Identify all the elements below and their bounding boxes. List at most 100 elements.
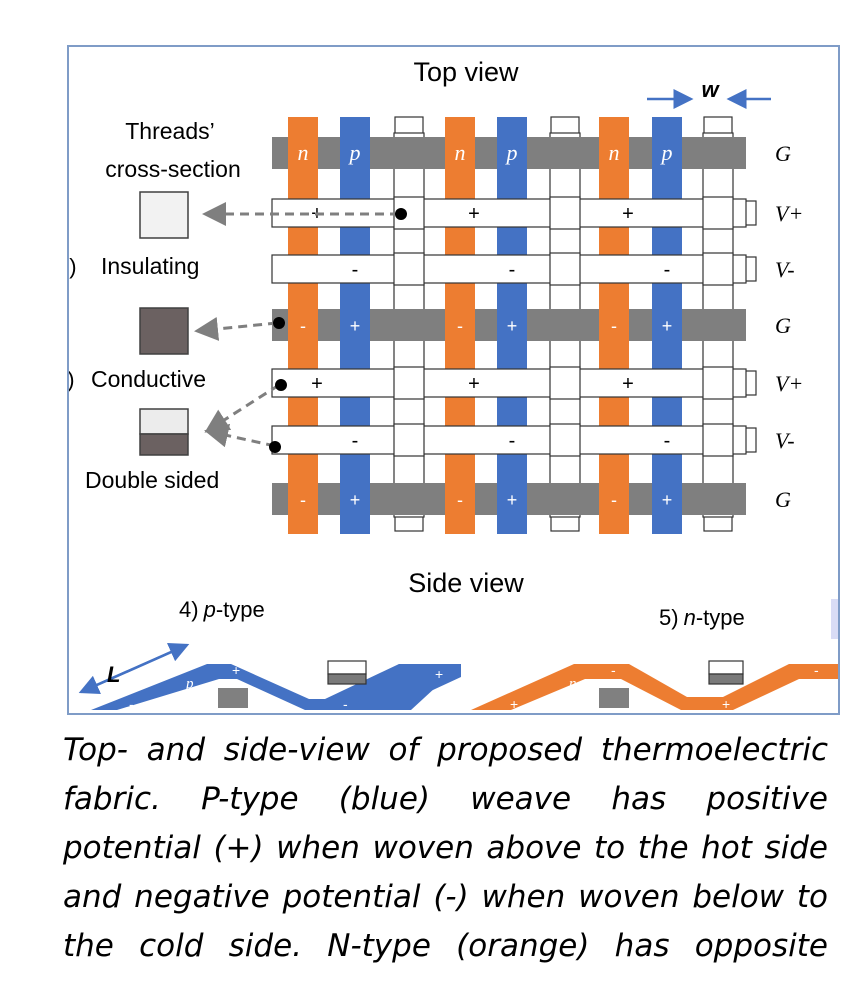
weave-grid: GV+V-GV+V-Gnpnpnp+++----+-+-++++----+-+-… [271, 116, 803, 534]
plus-sign: + [350, 490, 361, 510]
minus-sign: - [509, 430, 516, 452]
n-strip-plus-1: + [510, 696, 518, 712]
plus-sign: + [468, 203, 480, 225]
minus-sign: - [611, 490, 617, 510]
voltage-row [271, 368, 747, 398]
contact-dot-3 [275, 379, 287, 391]
insulating-over-row [393, 252, 425, 286]
double-sided-swatch-bottom [139, 433, 189, 456]
caption-line-1: Top- and side-view of proposed thermoele… [63, 732, 828, 768]
figure-caption: Top- and side-view of proposed thermoele… [63, 726, 828, 971]
minus-sign: - [300, 490, 306, 510]
contact-dot-1 [395, 208, 407, 220]
n-strip-plus-2: + [722, 696, 730, 712]
n-cold-contact [599, 688, 629, 708]
plus-sign: + [622, 203, 634, 225]
legend-label-double-sided: Double sided [85, 467, 219, 493]
thread-over-ground [497, 137, 527, 169]
minus-sign: - [300, 316, 306, 336]
p-strip-letter: p [185, 676, 194, 692]
p-type-side-strip: p + + - - [91, 660, 461, 712]
connector-group [194, 202, 407, 453]
insulating-over-row [702, 366, 734, 400]
minus-sign: - [611, 316, 617, 336]
insulating-swatch [139, 191, 189, 239]
caption-line-2: fabric. P-type (blue) weave has positive [63, 781, 828, 817]
n-strip-letter: n [569, 676, 577, 692]
n-type-side-strip: n - - + + [471, 660, 838, 712]
minus-sign: - [457, 490, 463, 510]
thread-over-ground [652, 483, 682, 515]
conductive-swatch [139, 307, 189, 355]
row-label-Vplus: V+ [775, 201, 803, 226]
voltage-row [271, 425, 747, 455]
voltage-row [271, 254, 747, 284]
p-strip-plus-1: + [232, 662, 240, 678]
p-type-label: 4)p-type [179, 597, 265, 622]
thread-over-ground [445, 309, 475, 341]
row-label-G: G [775, 141, 791, 166]
p-strip-minus-2: - [343, 696, 348, 712]
plus-sign: + [662, 316, 673, 336]
plus-sign: + [622, 373, 634, 395]
side-view-title: Side view [408, 568, 524, 598]
thread-over-ground [652, 137, 682, 169]
n-double-contact-bottom [708, 673, 744, 685]
plus-sign: + [662, 490, 673, 510]
p-double-contact-top [327, 660, 367, 675]
contact-dot-4 [269, 441, 281, 453]
legend-number-2: 2) [69, 367, 75, 392]
minus-sign: - [352, 259, 359, 281]
top-view-title: Top view [413, 57, 519, 87]
column-letter-n: n [609, 140, 620, 165]
column-letter-p: p [505, 140, 518, 165]
thread-over-ground [599, 309, 629, 341]
connector-double-bottom [204, 423, 276, 448]
column-letter-n: n [455, 140, 466, 165]
thread-over-ground [340, 137, 370, 169]
plus-sign: + [468, 373, 480, 395]
caption-line-3: potential (+) when woven above to the ho… [63, 830, 828, 866]
thread-over-ground [445, 483, 475, 515]
legend-label-insulating: Insulating [101, 253, 199, 279]
plus-sign: + [350, 316, 361, 336]
p-strip-minus-1: - [129, 696, 134, 712]
thread-over-ground [340, 309, 370, 341]
caption-line-4: and negative potential (-) when woven be… [63, 879, 828, 915]
column-letter-p: p [348, 140, 361, 165]
insulating-over-row [549, 423, 581, 457]
insulating-over-row [702, 423, 734, 457]
thread-over-ground [497, 309, 527, 341]
insulating-over-row [702, 252, 734, 286]
insulating-over-row [549, 252, 581, 286]
connector-conductive [194, 316, 278, 341]
column-letter-p: p [660, 140, 673, 165]
minus-sign: - [352, 430, 359, 452]
double-sided-swatch-top [139, 408, 189, 435]
thread-over-ground [599, 137, 629, 169]
n-strip-minus-2: - [814, 662, 819, 678]
minus-sign: - [664, 430, 671, 452]
width-label: w [701, 77, 720, 102]
legend-title-line1: Threads’ [125, 118, 214, 144]
p-strip-right [349, 664, 461, 710]
insulating-over-row [393, 366, 425, 400]
connector-double-top [204, 383, 280, 433]
thread-over-ground [288, 309, 318, 341]
row-label-Vminus: V- [775, 257, 795, 282]
thread-over-ground [445, 137, 475, 169]
minus-sign: - [664, 259, 671, 281]
thread-over-ground [288, 137, 318, 169]
minus-sign: - [509, 259, 516, 281]
row-label-Vplus: V+ [775, 371, 803, 396]
row-label-Vminus: V- [775, 428, 795, 453]
row-label-G: G [775, 487, 791, 512]
n-strip-minus-1: - [611, 662, 616, 678]
n-double-contact-top [708, 660, 744, 675]
legend-number-1: 1) [69, 254, 77, 279]
thread-over-ground [340, 483, 370, 515]
voltage-row [271, 198, 747, 228]
insulating-over-row [549, 366, 581, 400]
caption-line-5: the cold side. N-type (orange) has oppos… [63, 928, 828, 964]
thread-over-ground [652, 309, 682, 341]
